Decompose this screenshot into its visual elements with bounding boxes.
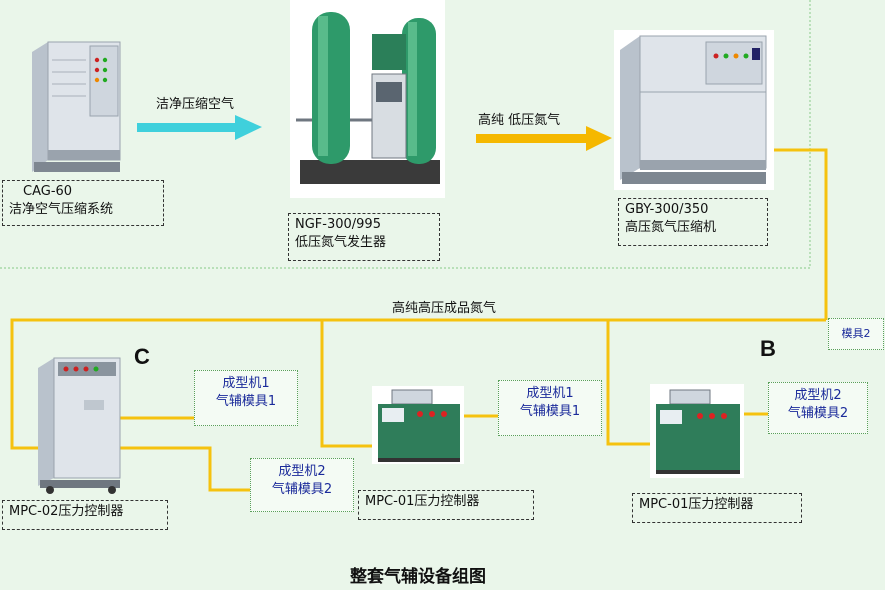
clean-air-label: 洁净压缩空气 <box>156 97 235 112</box>
ngf-generator-image <box>290 0 445 198</box>
pipe-main <box>10 318 826 450</box>
mold-m1-line2: 气辅模具1 <box>519 404 581 419</box>
mpc01b-name: MPC-01压力控制器 <box>639 497 754 512</box>
mold-box-m2: 成型机2 气辅模具2 <box>768 382 868 434</box>
gby-name: 高压氮气压缩机 <box>625 220 717 235</box>
pipe-c-mold2 <box>100 446 250 492</box>
mold-edge-label: 模具2 <box>841 327 871 340</box>
mpc01a-name: MPC-01压力控制器 <box>365 494 480 509</box>
cag-name: 洁净空气压缩系统 <box>9 202 114 217</box>
pipe-gby-down <box>770 148 828 320</box>
mold-box-m1: 成型机1 气辅模具1 <box>498 380 602 436</box>
gby-compressor-image <box>614 30 774 190</box>
gby-model: GBY-300/350 <box>625 202 709 217</box>
mpc02-name: MPC-02压力控制器 <box>9 504 124 519</box>
pipe-mpc01b-in <box>606 320 655 446</box>
marker-b: B <box>760 336 776 361</box>
mold-box-edge: 模具2 <box>828 318 884 350</box>
ngf-model: NGF-300/995 <box>295 217 381 232</box>
pipe-network <box>10 148 828 492</box>
ngf-caption: NGF-300/995 低压氮气发生器 <box>288 213 440 261</box>
pipe-mpc01a-in <box>320 320 378 448</box>
clean-air-arrow <box>137 115 262 140</box>
mold-c1-line2: 气辅模具1 <box>215 394 277 409</box>
marker-c: C <box>134 344 150 369</box>
low-n2-arrow <box>476 126 612 151</box>
mold-box-c2: 成型机2 气辅模具2 <box>250 458 354 512</box>
cag-caption: CAG-60 洁净空气压缩系统 <box>2 180 164 226</box>
mold-c2-line1: 成型机2 <box>278 464 326 479</box>
mold-m2-line2: 气辅模具2 <box>787 406 849 421</box>
mold-c1-line1: 成型机1 <box>222 376 270 391</box>
mpc02-caption: MPC-02压力控制器 <box>2 500 168 530</box>
mold-box-c1: 成型机1 气辅模具1 <box>194 370 298 426</box>
mold-m2-line1: 成型机2 <box>794 388 842 403</box>
gby-caption: GBY-300/350 高压氮气压缩机 <box>618 198 768 246</box>
high-n2-label: 高纯高压成品氮气 <box>392 301 497 316</box>
cag-compressor-image <box>32 41 121 172</box>
mpc01b-caption: MPC-01压力控制器 <box>632 493 802 523</box>
low-n2-label: 高纯 低压氮气 <box>478 113 561 128</box>
ngf-name: 低压氮气发生器 <box>295 235 387 250</box>
mold-c2-line2: 气辅模具2 <box>271 482 333 497</box>
mpc01a-caption: MPC-01压力控制器 <box>358 490 534 520</box>
mpc02-controller-image <box>38 357 121 494</box>
cag-model: CAG-60 <box>23 184 73 199</box>
upper-frame <box>0 0 811 269</box>
mpc01a-controller-image <box>372 386 464 464</box>
mold-m1-line1: 成型机1 <box>526 386 574 401</box>
mpc01b-controller-image <box>650 384 744 478</box>
diagram-title: 整套气辅设备组图 <box>350 567 486 587</box>
